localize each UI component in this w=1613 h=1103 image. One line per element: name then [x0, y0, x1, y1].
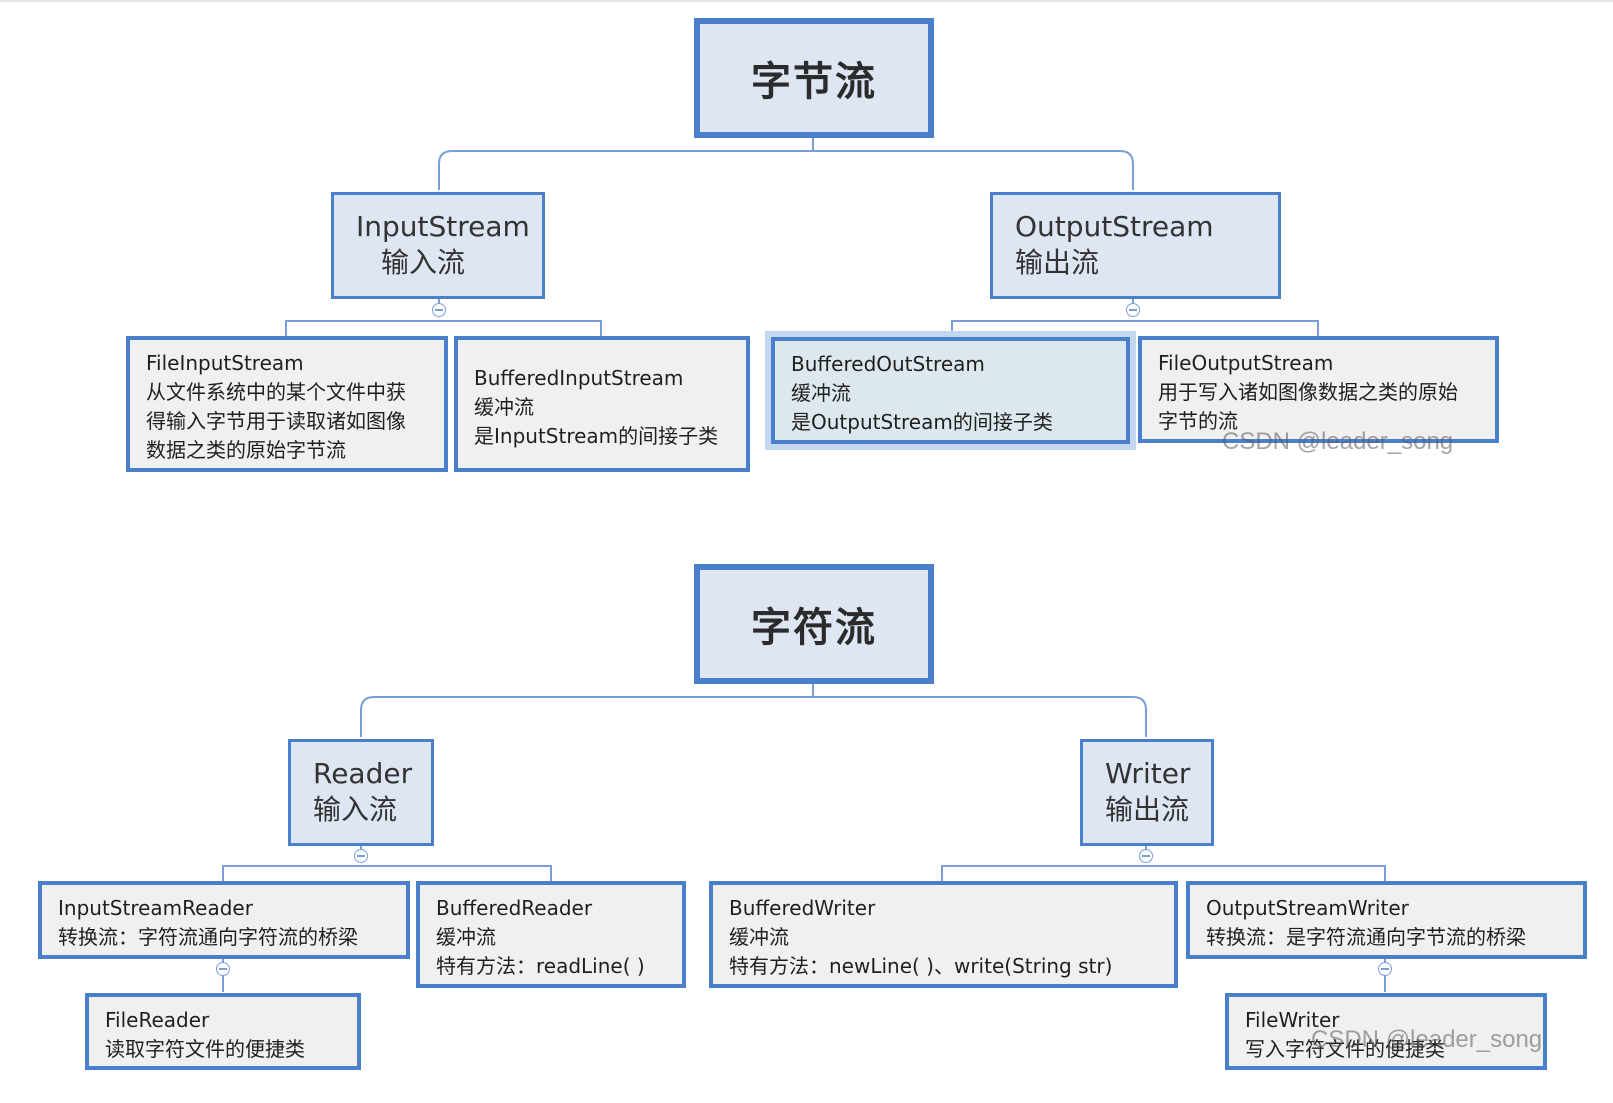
- char-stream-title: 字符流: [751, 605, 877, 651]
- inputstream-name: InputStream: [356, 210, 530, 243]
- bufferedwriter-desc-1: 缓冲流: [729, 925, 789, 949]
- filereader-name: FileReader: [105, 1008, 210, 1032]
- filewriter-name: FileWriter: [1245, 1008, 1340, 1032]
- bufferedoutstream-desc-1: 缓冲流: [791, 381, 851, 405]
- bufferedinputstream-desc-2: 是InputStream的间接子类: [474, 424, 719, 448]
- outputstreamwriter-name: OutputStreamWriter: [1206, 896, 1409, 920]
- bufferedinputstream-node[interactable]: BufferedInputStream 缓冲流 是InputStream的间接子…: [454, 336, 750, 472]
- watermark-top: CSDN @leader_song: [1222, 428, 1454, 455]
- filewriter-node[interactable]: FileWriter 写入字符文件的便捷类: [1225, 993, 1547, 1070]
- outputstream-collapse-icon[interactable]: [1126, 303, 1140, 317]
- fileoutputstream-desc-2: 字节的流: [1158, 409, 1238, 433]
- inputstreamreader-node[interactable]: InputStreamReader 转换流：字符流通向字符流的桥梁: [38, 881, 410, 959]
- reader-name: Reader: [313, 757, 413, 790]
- fileinputstream-desc-2: 得输入字节用于读取诸如图像: [146, 409, 406, 433]
- writer-name: Writer: [1105, 757, 1191, 790]
- bufferedoutstream-node[interactable]: BufferedOutStream 缓冲流 是OutputStream的间接子类: [771, 337, 1130, 444]
- outputstreamwriter-collapse-icon[interactable]: [1378, 962, 1392, 976]
- byte-stream-title: 字节流: [751, 59, 877, 105]
- watermark-bottom: CSDN @leader_song: [1311, 1026, 1543, 1053]
- writer-node[interactable]: Writer 输出流: [1080, 739, 1214, 846]
- inputstream-node[interactable]: InputStream 输入流: [331, 192, 545, 299]
- fileinputstream-desc-1: 从文件系统中的某个文件中获: [146, 380, 406, 404]
- outputstream-name: OutputStream: [1015, 210, 1214, 243]
- bufferedreader-desc-1: 缓冲流: [436, 925, 496, 949]
- fileinputstream-name: FileInputStream: [146, 351, 304, 375]
- bufferedreader-desc-2: 特有方法：readLine( ): [436, 954, 645, 978]
- fileoutputstream-desc-1: 用于写入诸如图像数据之类的原始: [1158, 380, 1458, 404]
- inputstream-desc: 输入流: [381, 246, 466, 279]
- fileinputstream-node[interactable]: FileInputStream 从文件系统中的某个文件中获 得输入字节用于读取诸…: [126, 336, 448, 472]
- outputstreamwriter-node[interactable]: OutputStreamWriter 转换流：是字符流通向字节流的桥梁: [1186, 881, 1587, 959]
- fileinputstream-desc-3: 数据之类的原始字节流: [146, 438, 346, 462]
- outputstream-node[interactable]: OutputStream 输出流: [990, 192, 1281, 299]
- fileoutputstream-name: FileOutputStream: [1158, 351, 1334, 375]
- char-stream-root[interactable]: 字符流: [694, 564, 934, 684]
- bufferedreader-node[interactable]: BufferedReader 缓冲流 特有方法：readLine( ): [416, 881, 686, 988]
- bufferedreader-name: BufferedReader: [436, 896, 593, 920]
- bufferedoutstream-name: BufferedOutStream: [791, 352, 985, 376]
- reader-node[interactable]: Reader 输入流: [288, 739, 434, 846]
- inputstreamreader-desc: 转换流：字符流通向字符流的桥梁: [58, 925, 358, 949]
- filewriter-desc: 写入字符文件的便捷类: [1245, 1037, 1445, 1061]
- filereader-desc: 读取字符文件的便捷类: [105, 1037, 305, 1061]
- fileoutputstream-node[interactable]: FileOutputStream 用于写入诸如图像数据之类的原始 字节的流: [1138, 336, 1499, 443]
- inputstream-collapse-icon[interactable]: [432, 303, 446, 317]
- reader-desc: 输入流: [313, 793, 398, 826]
- bufferedwriter-desc-2: 特有方法：newLine( )、write(String str): [729, 954, 1113, 978]
- filereader-node[interactable]: FileReader 读取字符文件的便捷类: [85, 993, 361, 1070]
- inputstreamreader-collapse-icon[interactable]: [216, 962, 230, 976]
- bufferedwriter-node[interactable]: BufferedWriter 缓冲流 特有方法：newLine( )、write…: [709, 881, 1178, 988]
- bufferedinputstream-name: BufferedInputStream: [474, 366, 684, 390]
- byte-stream-root[interactable]: 字节流: [694, 18, 934, 138]
- bufferedinputstream-desc-1: 缓冲流: [474, 395, 534, 419]
- writer-desc: 输出流: [1105, 793, 1190, 826]
- outputstreamwriter-desc: 转换流：是字符流通向字节流的桥梁: [1206, 925, 1526, 949]
- bufferedwriter-name: BufferedWriter: [729, 896, 876, 920]
- bufferedoutstream-desc-2: 是OutputStream的间接子类: [791, 410, 1053, 434]
- inputstreamreader-name: InputStreamReader: [58, 896, 253, 920]
- page-top-border: [0, 0, 1613, 2]
- reader-collapse-icon[interactable]: [354, 849, 368, 863]
- outputstream-desc: 输出流: [1015, 246, 1100, 279]
- writer-collapse-icon[interactable]: [1139, 849, 1153, 863]
